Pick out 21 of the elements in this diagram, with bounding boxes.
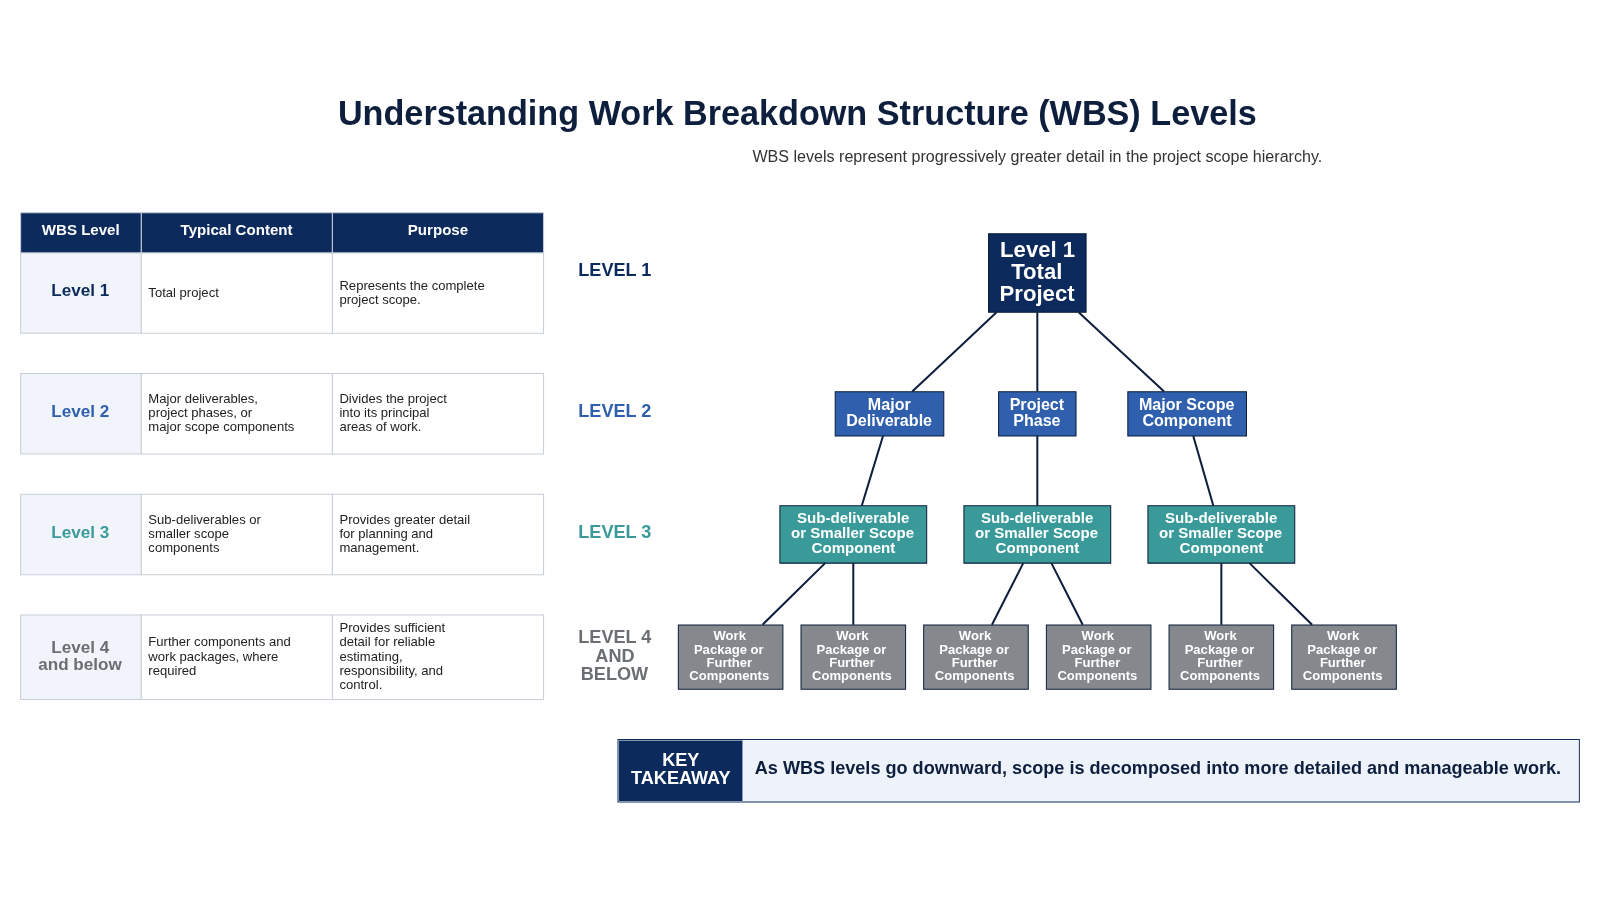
label: LEVEL 1 <box>578 259 652 280</box>
label: Provides greater detail for planning and management. <box>339 511 471 555</box>
label: Provides sufficient detail for reliable estimating, responsibility, and control. <box>339 619 446 692</box>
label: Divides the project into its principal areas of work. <box>339 390 447 434</box>
label: LEVEL 4 AND BELOW <box>578 626 652 684</box>
diagram-title: Understanding Work Breakdown Structure (WBS) Levels <box>337 93 1257 132</box>
label: Level 1 <box>51 280 110 300</box>
label: Typical Content <box>180 220 293 238</box>
label: Level 3 <box>51 522 110 542</box>
label: Total project <box>148 284 219 300</box>
label: Sub-deliverables or smaller scope components <box>148 511 261 555</box>
label: WBS Level <box>41 220 120 238</box>
label: Purpose <box>407 220 469 238</box>
label: WBS levels represent progressively greater detail in the project scope hierarchy. <box>752 146 1323 165</box>
label: Major deliverables, project phases, or major scope components <box>148 390 295 434</box>
label: Further components and work packages, where required <box>148 633 291 678</box>
label: Level 2 <box>51 401 110 421</box>
label: LEVEL 2 <box>578 400 652 421</box>
label: LEVEL 3 <box>578 521 652 542</box>
label: Represents the complete project scope. <box>339 277 485 307</box>
label: Level 4 and below <box>38 637 122 674</box>
